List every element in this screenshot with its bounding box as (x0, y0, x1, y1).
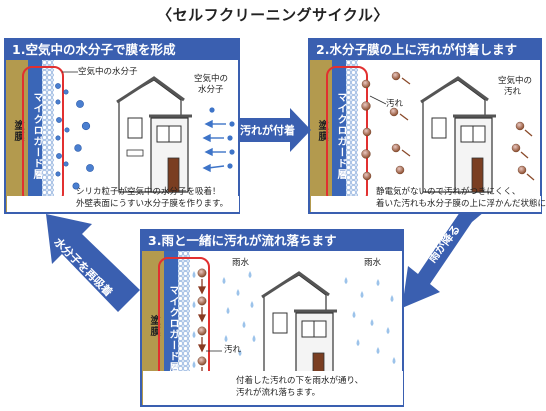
dirt-particles-icon (311, 71, 541, 212)
label-molecules-near-wall: 空気中の水分子 (78, 67, 138, 77)
silica-particles (346, 60, 358, 212)
panel-2-caption-line-2: 着いた汚れも水分子膜の上に浮かんだ状態に。 (376, 199, 546, 209)
panel-3-heading: 3.雨と一緒に汚れが流れ落ちます (142, 231, 402, 251)
panel-3-caption-line-2: 汚れが流れ落ちます。 (236, 388, 321, 398)
label-rain-right: 雨水 (364, 258, 382, 268)
silica-particles (178, 251, 190, 405)
panel-step-3: 3.雨と一緒に汚れが流れ落ちます 塗膜 マイクロガード層 (140, 229, 404, 407)
arrow-step1-to-step2 (238, 108, 311, 152)
label-molecules-air-2: 水分子 (198, 85, 224, 95)
water-molecules-icon (7, 71, 239, 212)
arrow-step2-to-step3 (402, 212, 484, 308)
label-dirt-air-1: 空気中の (498, 76, 533, 86)
label-dirt: 汚れ (386, 99, 404, 109)
panel-step-2: 2.水分子膜の上に汚れが付着します 塗膜 マイクロガード層 (308, 38, 546, 214)
paint-film-label: 塗膜 (12, 120, 23, 142)
label-dirt: 汚れ (224, 345, 242, 355)
panel-2-caption-line-1: 静電気がないので汚れがつきにくく、 (376, 187, 521, 197)
silica-particles (42, 60, 54, 212)
label-rain-left: 雨水 (232, 258, 250, 268)
micro-guard-label: マイクロガード層 (31, 92, 42, 180)
micro-guard-layer (164, 251, 178, 405)
panel-1-caption-line-2: 外壁表面にうすい水分子膜を作ります。 (76, 199, 229, 209)
paint-film-label: 塗膜 (148, 315, 159, 337)
micro-guard-layer (332, 60, 346, 212)
label-molecules-air-1: 空気中の (194, 74, 229, 84)
panel-1-heading: 1.空気中の水分子で膜を形成 (6, 40, 238, 60)
arrow-label-dirt-attaches: 汚れが付着 (240, 124, 295, 137)
micro-guard-layer (28, 60, 42, 212)
panel-2-heading: 2.水分子膜の上に汚れが付着します (310, 40, 540, 60)
panel-3-caption-line-1: 付着した汚れの下を雨水が通り、 (236, 376, 364, 386)
micro-guard-label: マイクロガード層 (335, 92, 346, 180)
diagram-title: 〈セルフクリーニングサイクル〉 (157, 6, 389, 24)
paint-film-label: 塗膜 (316, 120, 327, 142)
rain-and-dirt-icon (143, 268, 403, 405)
label-dirt-air-2: 汚れ (504, 87, 522, 97)
arrow-step3-to-step1 (46, 214, 140, 312)
micro-guard-label: マイクロガード層 (167, 285, 178, 373)
panel-step-1: 1.空気中の水分子で膜を形成 塗膜 マイクロガード層 (4, 38, 240, 214)
panel-1-caption-line-1: シリカ粒子が空気中の水分子を吸着！ (76, 187, 221, 197)
